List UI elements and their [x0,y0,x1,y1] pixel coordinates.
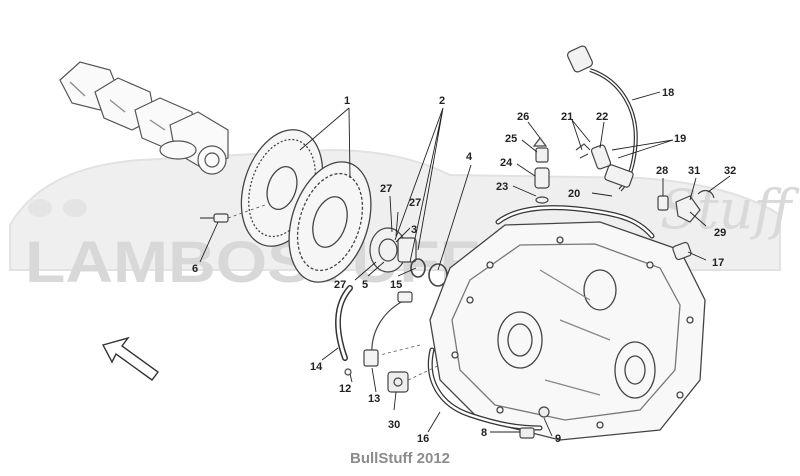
callout-19: 19 [674,133,686,145]
callout-9: 9 [555,433,561,445]
leader-lines [199,91,731,437]
callout-21: 21 [561,111,573,123]
callout-14: 14 [310,361,323,373]
clutch-pressure-plate [288,161,372,283]
pipe-fitting [519,406,550,439]
clutch-release-bearing [369,227,417,273]
callout-20: 20 [568,188,580,200]
crankshaft [59,61,229,175]
wiring-harness [567,45,638,192]
sensor-stack [532,137,550,204]
callout-2: 2 [439,95,445,107]
callout-5: 5 [362,279,368,291]
callout-18: 18 [662,87,674,99]
callout-28: 28 [656,165,668,177]
callout-31: 31 [688,165,700,177]
callout-27: 27 [380,183,392,195]
speed-sensor [344,291,413,376]
assembly-guide-lines [227,204,441,381]
callout-6: 6 [192,263,198,275]
callout-30: 30 [388,419,400,431]
callout-13: 13 [368,393,380,405]
callout-26: 26 [517,111,529,123]
callout-23: 23 [496,181,508,193]
transmission-housing [429,221,706,441]
watermark-headlight-icon [63,199,87,217]
callout-3: 3 [411,224,417,236]
callout-27: 27 [334,279,346,291]
callout-24: 24 [500,157,513,169]
callout-8: 8 [481,427,487,439]
callout-27: 27 [409,197,421,209]
watermark-headlight-icon [28,199,52,217]
callout-15: 15 [390,279,402,291]
footer-credit: BullStuff 2012 [349,450,451,467]
direction-arrow-icon [101,336,159,381]
callout-25: 25 [505,133,517,145]
callout-22: 22 [596,111,608,123]
callout-4: 4 [466,151,473,163]
callout-32: 32 [724,165,736,177]
callout-16: 16 [417,433,429,445]
callout-labels: 1 2 3 4 5 6 8 9 12 13 14 15 16 17 18 19 … [192,87,736,445]
callout-17: 17 [712,257,724,269]
callout-1: 1 [344,95,350,107]
callout-12: 12 [339,383,351,395]
valve-block [387,371,409,393]
callout-29: 29 [714,227,726,239]
